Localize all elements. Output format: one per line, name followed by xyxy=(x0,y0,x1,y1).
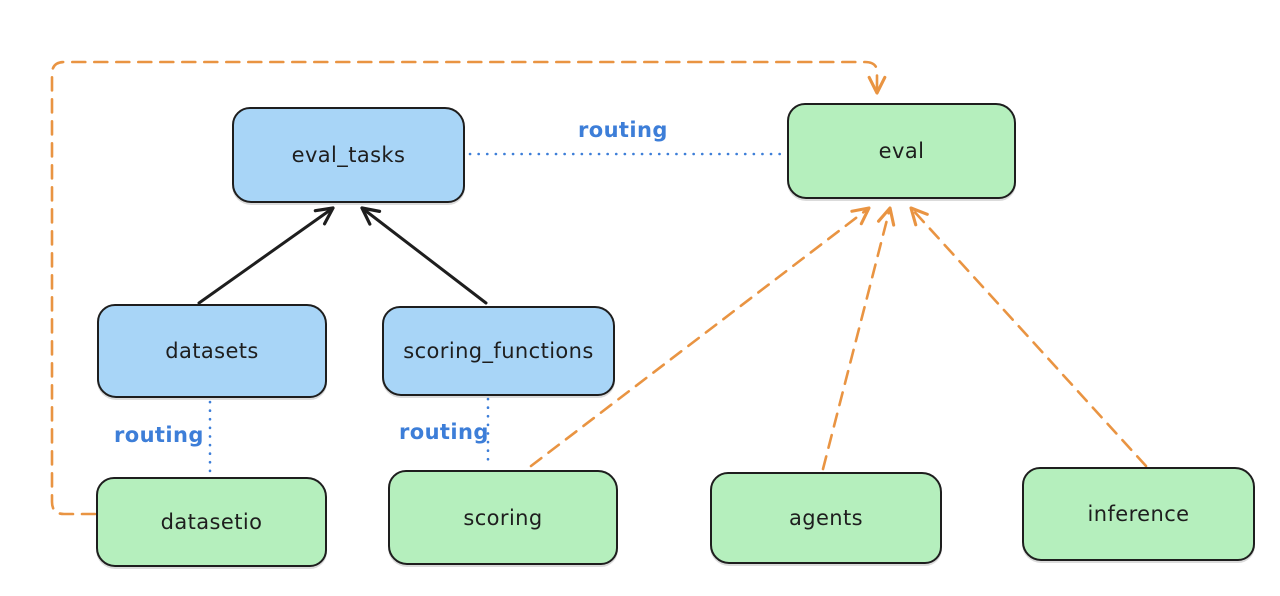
node-eval-tasks-label: eval_tasks xyxy=(291,143,406,167)
node-agents: agents xyxy=(710,472,942,564)
edge-agents-to-eval xyxy=(821,206,896,471)
node-agents-label: agents xyxy=(788,506,863,530)
edge-datasets-to-eval-tasks xyxy=(197,206,335,305)
node-datasets-label: datasets xyxy=(165,339,259,363)
node-eval-tasks: eval_tasks xyxy=(232,107,465,203)
node-datasetio-label: datasetio xyxy=(160,510,263,534)
node-inference: inference xyxy=(1022,467,1255,561)
edge-label-routing-datasets-datasetio: routing xyxy=(114,423,204,447)
node-scoring: scoring xyxy=(388,470,618,565)
edge-label-routing-eval-tasks-eval: routing xyxy=(578,118,668,142)
node-eval: eval xyxy=(787,103,1016,199)
edge-scoring-functions-to-eval-tasks xyxy=(360,206,488,305)
edge-inference-to-eval xyxy=(909,206,1148,468)
node-scoring-functions: scoring_functions xyxy=(382,306,615,396)
node-datasetio: datasetio xyxy=(96,477,327,567)
node-inference-label: inference xyxy=(1087,502,1190,526)
node-scoring-functions-label: scoring_functions xyxy=(403,339,594,363)
node-scoring-label: scoring xyxy=(463,505,543,530)
node-datasets: datasets xyxy=(97,304,327,398)
edge-label-routing-scoring-functions-scoring: routing xyxy=(399,420,489,444)
node-eval-label: eval xyxy=(878,139,925,163)
